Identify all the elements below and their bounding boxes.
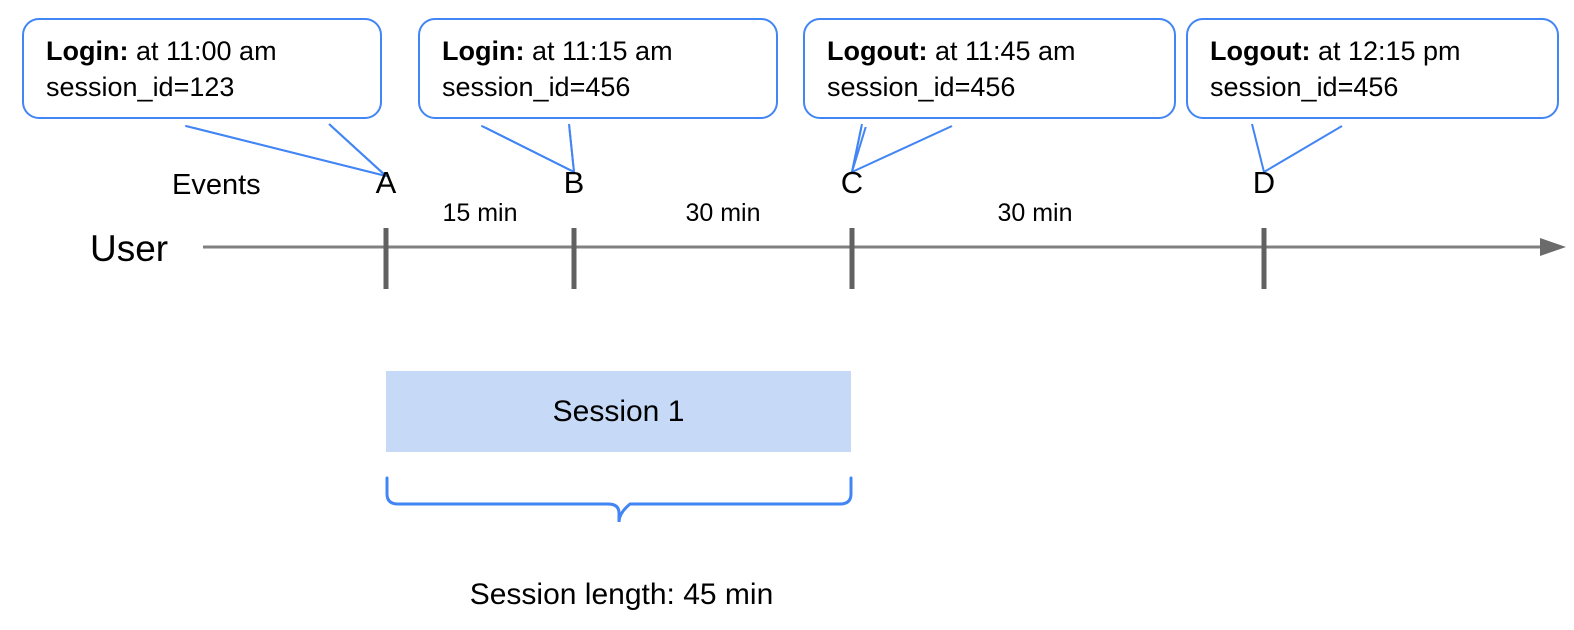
- session-brace: [385, 476, 853, 523]
- axis-arrowhead: [1540, 238, 1566, 256]
- tick-label-d: D: [1252, 165, 1276, 200]
- callout-b-session: session_id=456: [442, 71, 631, 102]
- callout-bubble-b: Login: at 11:15 am session_id=456: [418, 18, 778, 120]
- callout-c-event: Logout: at 11:45 am: [827, 36, 1076, 66]
- callout-d-session: session_id=456: [1210, 71, 1399, 102]
- tick-label-c: C: [840, 165, 864, 200]
- callout-d-event: Logout: at 12:15 pm: [1210, 36, 1461, 66]
- callout-d-time: at 12:15 pm: [1310, 36, 1461, 66]
- session-bar-label: Session 1: [552, 394, 685, 428]
- callout-bubble-a: Login: at 11:00 am session_id=123: [22, 18, 382, 120]
- callout-c-session: session_id=456: [827, 71, 1016, 102]
- callout-b-time: at 11:15 am: [524, 36, 673, 66]
- session-length-label: Session length: 45 min: [469, 578, 774, 611]
- callout-c-time: at 11:45 am: [927, 36, 1076, 66]
- gap-label-b-c: 30 min: [685, 199, 761, 227]
- callout-bubble-d: Logout: at 12:15 pm session_id=456: [1186, 18, 1559, 120]
- callout-a-event-type: Login:: [46, 36, 129, 66]
- tick-label-a: A: [375, 165, 397, 200]
- callout-a-time: at 11:00 am: [128, 36, 277, 66]
- session-bar-1: Session 1: [386, 371, 851, 452]
- callout-bubble-c: Logout: at 11:45 am session_id=456: [803, 18, 1176, 120]
- callout-c-event-type: Logout:: [827, 36, 928, 66]
- timeline-axis: [203, 238, 1566, 256]
- tick-label-b: B: [563, 165, 585, 200]
- user-row-label: User: [90, 228, 169, 269]
- callout-a-event: Login: at 11:00 am: [46, 36, 277, 66]
- gap-label-a-b: 15 min: [442, 199, 518, 227]
- callout-b-event-type: Login:: [442, 36, 525, 66]
- callout-d-event-type: Logout:: [1210, 36, 1311, 66]
- gap-label-c-d: 30 min: [997, 199, 1073, 227]
- callout-b-event: Login: at 11:15 am: [442, 36, 673, 66]
- events-row-label: Events: [172, 169, 261, 201]
- callout-a-session: session_id=123: [46, 71, 235, 102]
